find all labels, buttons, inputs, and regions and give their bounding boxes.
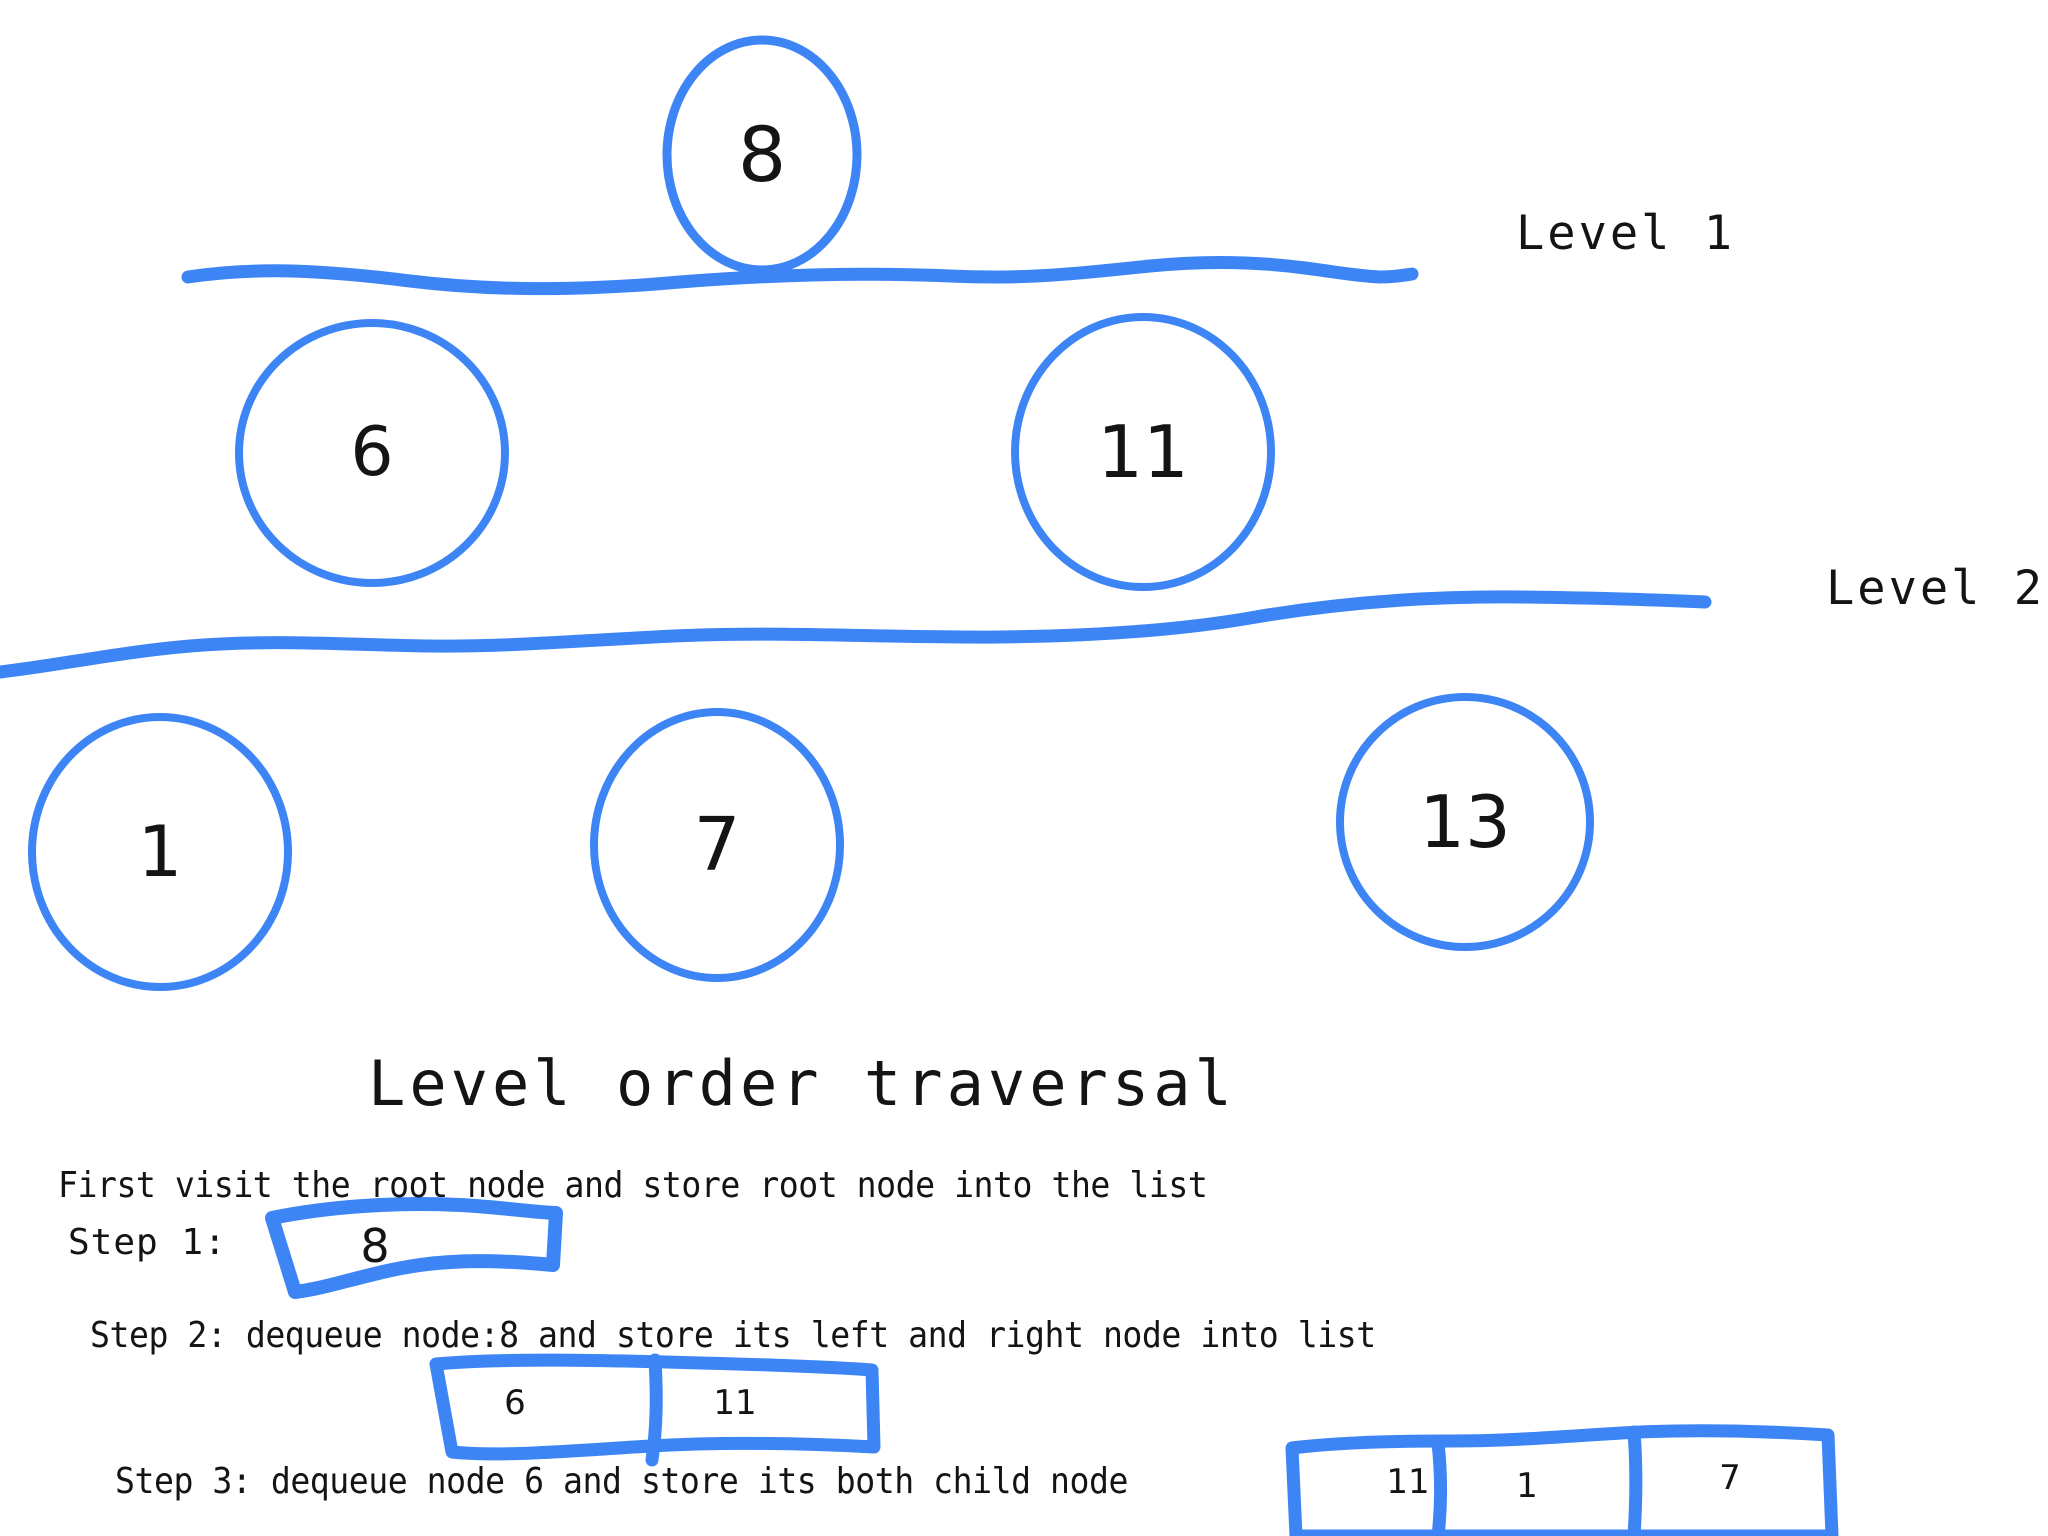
queue-step-3-cell-value: 7 [1719, 1458, 1741, 1498]
step-3-text: Step 3: dequeue node 6 and store its bot… [115, 1461, 1128, 1502]
step-1-label: Step 1: [68, 1222, 227, 1263]
level-1-label: Level 1 [1516, 206, 1736, 261]
queue-step-3-outline [1285, 1424, 1839, 1536]
queue-step-3-cell-value: 1 [1516, 1466, 1538, 1506]
step-2-text: Step 2: dequeue node:8 and store its lef… [90, 1315, 1376, 1356]
tree-node-1-value: 1 [137, 811, 183, 893]
queue-step-2-outline [429, 1353, 881, 1467]
tree-node-6-value: 6 [350, 413, 394, 492]
page-title: Level order traversal [368, 1047, 1236, 1120]
tree-node-13-value: 13 [1419, 780, 1511, 864]
queue-step-2-cell-value: 11 [713, 1383, 757, 1423]
level-2-label: Level 2 [1826, 561, 2046, 616]
tree-node-11-value: 11 [1097, 410, 1189, 494]
queue-step-2-cell-value: 6 [504, 1383, 526, 1423]
queue-step-1-outline [265, 1197, 563, 1299]
queue-step-3-cell-value: 11 [1386, 1462, 1430, 1502]
divider-level-2-line [0, 590, 1712, 679]
queue-step-1-cell-value: 8 [360, 1219, 390, 1273]
tree-node-8-value: 8 [737, 110, 787, 199]
tree-node-7-value: 7 [693, 802, 741, 888]
divider-level-1-line [181, 255, 1419, 296]
intro-text: First visit the root node and store root… [58, 1165, 1208, 1206]
